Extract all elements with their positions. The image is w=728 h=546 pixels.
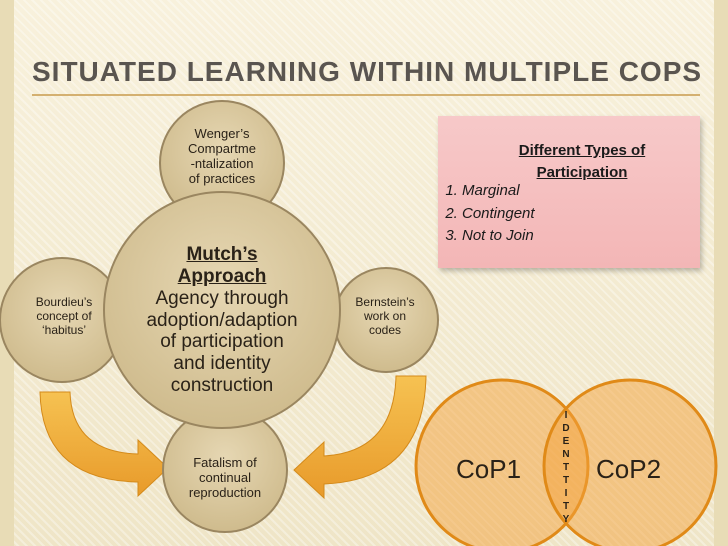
top-node-line: of practices [188,170,256,186]
venn-right-circle [542,378,718,546]
left-node-line: ‘habitus’ [41,322,87,337]
identity-letter: N [562,449,570,460]
identity-letter: E [562,436,570,447]
left-node-line: Bourdieu’s [35,295,93,309]
center-body-line: construction [170,375,274,397]
bottom-node-line: continual [198,469,252,485]
center-body-line: adoption/adaption [146,309,298,331]
left-node-label: Bourdieu’s concept of ‘habitus’ [28,295,100,337]
center-body-line: Agency through [155,287,289,309]
identity-letter: T [562,475,570,486]
center-body-line: of participation [160,331,284,353]
participation-heading-line: Different Types of [518,142,646,159]
center-heading-line: Approach [177,265,267,287]
top-node-line: Wenger’s [194,126,250,141]
participation-heading: Different Types of Participation [438,140,726,184]
identity-letter: I [564,488,568,499]
bottom-node-label: Fatalism of continual reproduction [170,455,280,501]
top-node-line: -ntalization [190,155,254,171]
left-border [0,0,14,546]
title-divider [32,94,700,96]
participation-box: Different Types of Participation Margina… [438,116,700,268]
bottom-node-line: reproduction [188,484,262,500]
slide-title: SITUATED LEARNING WITHIN MULTIPLE COPS [32,56,703,87]
left-curved-arrow [39,391,169,498]
identity-letter: Y [562,514,570,525]
participation-list: Marginal Contingent Not to Join [440,180,535,248]
center-circle [103,191,341,429]
participation-item: Marginal [462,180,535,203]
center-node-label: Mutch’s Approach Agency through adoption… [122,244,322,397]
center-heading-line: Mutch’s [186,244,258,265]
right-node-line: codes [368,322,402,337]
identity-letter: T [562,501,570,512]
venn-right-label: CoP2 [596,454,662,484]
right-node-line: Bernstein’s [355,295,415,309]
identity-letter: I [564,410,568,421]
right-border [714,0,728,546]
identity-letter: T [562,462,570,473]
participation-item: Contingent [462,203,535,226]
bottom-node-line: Fatalism of [193,455,257,470]
top-node-label: Wenger’s Compartme -ntalization of pract… [172,126,272,187]
center-body-line: and identity [173,353,271,375]
participation-item: Not to Join [462,225,535,248]
right-node-line: work on [363,308,407,323]
participation-heading-line: Participation [536,163,628,181]
right-node-label: Bernstein’s work on codes [340,295,430,337]
left-node-line: concept of [36,308,92,323]
venn-left-label: CoP1 [456,454,522,484]
top-node-line: Compartme [188,140,256,156]
identity-letter: D [562,423,570,434]
right-curved-arrow [293,375,427,500]
